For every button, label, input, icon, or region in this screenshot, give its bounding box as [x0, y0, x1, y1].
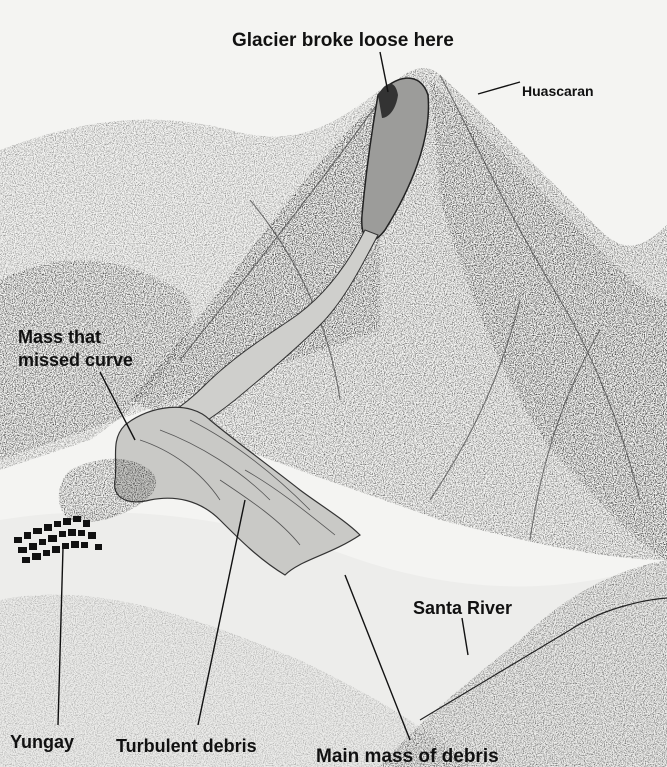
label-turbulent: Turbulent debris: [116, 736, 257, 756]
label-river: Santa River: [413, 598, 512, 618]
label-peak: Huascaran: [522, 83, 594, 99]
label-main-mass: Main mass of debris: [316, 746, 499, 767]
label-missed-line1: Mass that: [18, 327, 101, 347]
label-glacier: Glacier broke loose here: [232, 30, 454, 51]
label-missed-line2: missed curve: [18, 350, 133, 370]
label-town: Yungay: [10, 732, 74, 752]
